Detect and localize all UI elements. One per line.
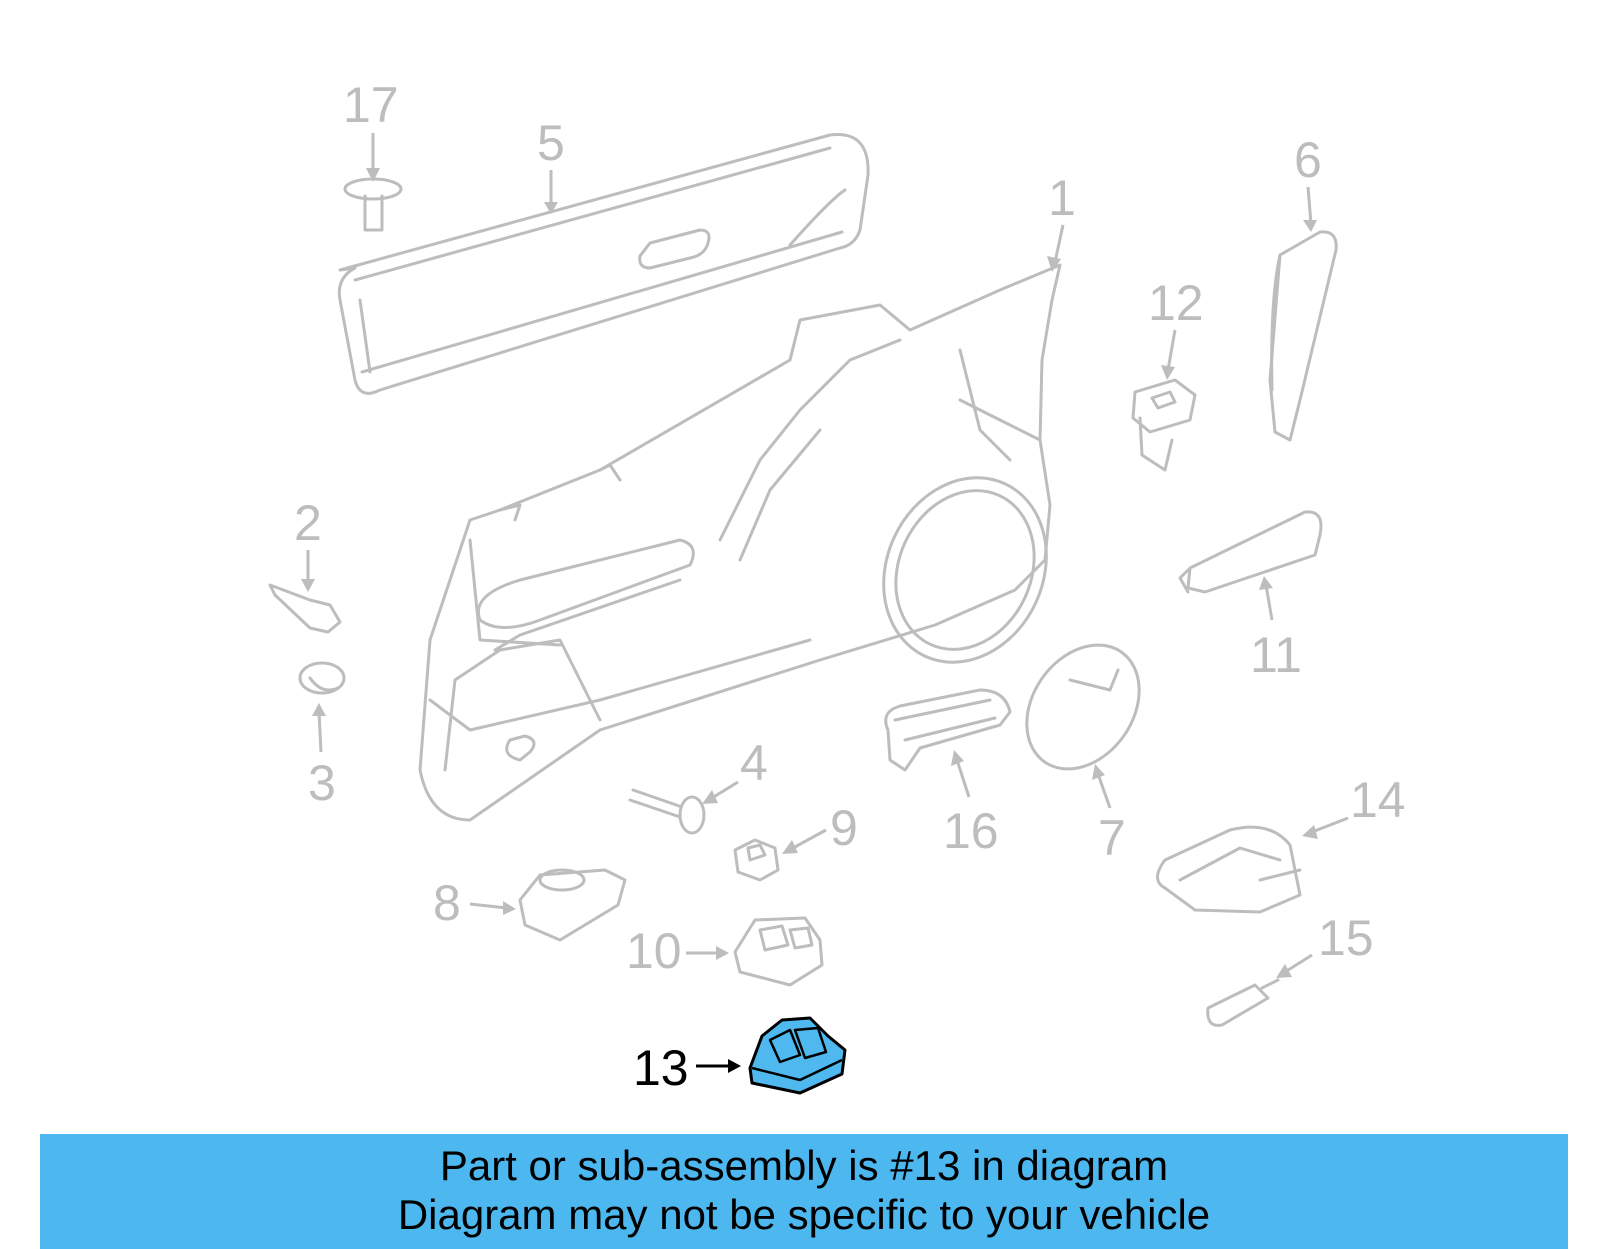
callout-4: 4 (740, 735, 768, 791)
part-3-grommet[interactable] (298, 661, 346, 695)
callout-13: 13 (633, 1040, 689, 1096)
callout-3: 3 (308, 755, 336, 811)
part-4-screw[interactable] (628, 788, 706, 835)
part-11-armrest[interactable] (1178, 510, 1323, 594)
callout-10: 10 (626, 923, 682, 979)
part-6-vertical-trim[interactable] (1268, 230, 1338, 442)
part-8-switch-housing[interactable] (518, 868, 627, 942)
part-2-clip[interactable] (268, 583, 342, 634)
callout-2: 2 (294, 495, 322, 551)
banner-line-part-number: Part or sub-assembly is #13 in diagram (439, 1142, 1169, 1189)
part-13-window-switch-highlighted[interactable] (748, 1016, 847, 1095)
callout-15: 15 (1318, 910, 1374, 966)
part-1-door-trim-panel[interactable] (418, 263, 1076, 822)
callout-1: 1 (1048, 170, 1076, 226)
part-17-clip[interactable] (343, 177, 403, 232)
callout-7: 7 (1098, 810, 1126, 866)
part-16-handle[interactable] (884, 688, 1012, 772)
callout-11: 11 (1250, 627, 1302, 683)
callout-8: 8 (433, 875, 461, 931)
part-5-upper-trim[interactable] (337, 133, 870, 395)
callout-17: 17 (343, 77, 399, 133)
callout-6: 6 (1294, 132, 1322, 188)
part-15-bulb[interactable] (1206, 978, 1280, 1027)
part-12-switch[interactable] (1131, 378, 1197, 472)
callout-14: 14 (1350, 772, 1406, 828)
callout-16: 16 (943, 803, 999, 859)
callout-9: 9 (830, 800, 858, 856)
part-14-handle-bezel[interactable] (1156, 825, 1302, 914)
part-7-speaker-cover[interactable] (1004, 623, 1163, 790)
info-banner: Part or sub-assembly is #13 in diagram D… (40, 1134, 1568, 1249)
callout-5: 5 (537, 115, 565, 171)
part-10-window-switch[interactable] (733, 916, 824, 987)
banner-line-disclaimer: Diagram may not be specific to your vehi… (397, 1191, 1211, 1238)
part-9-switch[interactable] (733, 838, 780, 882)
callout-12: 12 (1148, 275, 1204, 331)
